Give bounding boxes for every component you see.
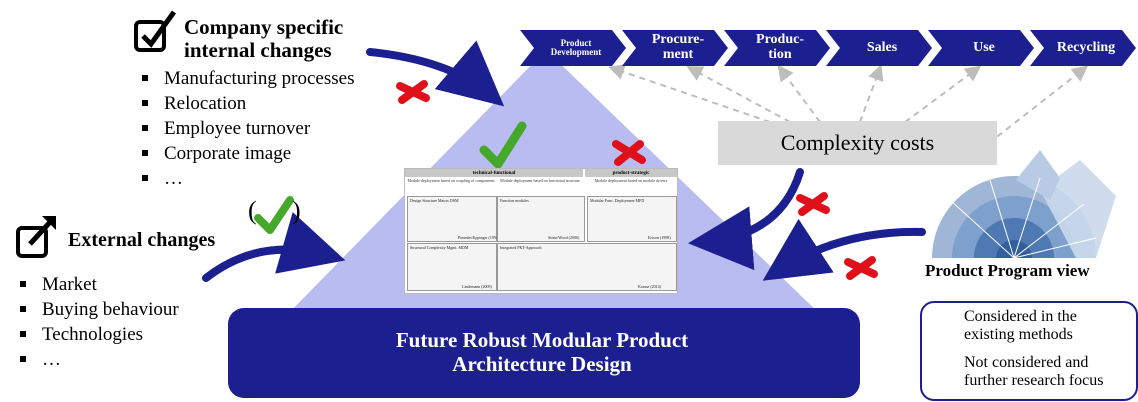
arrow-product-program: [762, 218, 926, 281]
chevron-product-development: [520, 30, 626, 66]
table-subheader-2: Module deployment based on functional st…: [500, 178, 580, 183]
future-architecture-banner: [228, 308, 860, 398]
list-item: Employee turnover: [140, 116, 354, 141]
table-header-strategic: product-strategic: [585, 169, 677, 177]
banner-title-line2: Architecture Design: [452, 352, 632, 376]
chevron-use: [928, 30, 1034, 66]
table-cell-pkt: Integrated PKT-Approach Krause (2014): [497, 243, 677, 291]
table-cell-mfd: Modular Func. Deployment MFD Erixon (199…: [587, 196, 677, 242]
list-item: Relocation: [140, 91, 354, 116]
chevron-label-recycling: Recycling: [1056, 39, 1116, 55]
check-icon-top: [479, 121, 527, 169]
cross-icon-complexity: [796, 192, 830, 216]
table-cell-mdm: Structural Complexity Mgmt. MDM Lindeman…: [407, 243, 497, 291]
external-changes-title: External changes: [68, 229, 216, 251]
list-item: Corporate image: [140, 141, 354, 166]
chevron-production: [724, 30, 830, 66]
cross-icon-program: [844, 256, 878, 280]
list-item: …: [140, 166, 354, 191]
table-subheader-3: Module deployment based on module driver…: [594, 178, 668, 183]
list-item: Manufacturing processes: [140, 66, 354, 91]
banner-title-line1: Future Robust Modular Product: [395, 328, 689, 352]
company-changes-title: Company specific internal changes: [184, 16, 343, 62]
legend-box: [920, 301, 1138, 401]
company-title-line1: Company specific: [184, 15, 344, 39]
product-program-title: Product Program view: [925, 261, 1090, 280]
company-title-line2: internal changes: [184, 38, 332, 62]
chevron-procurement: [622, 30, 728, 66]
list-item: Market: [18, 272, 179, 297]
list-item: Buying behaviour: [18, 297, 179, 322]
chevron-recycling: [1030, 30, 1136, 66]
arrow-internal: [366, 40, 505, 107]
product-program-chart: [932, 150, 1116, 259]
table-cell-dsm: Design Structure Matrix DSM Pimmler/Eppi…: [407, 196, 499, 242]
checkbox-icon: [134, 10, 177, 52]
cross-icon-internal: [396, 80, 430, 104]
company-changes-list: Manufacturing processes Relocation Emplo…: [140, 66, 354, 191]
method-table: technical-functional product-strategic M…: [404, 168, 678, 294]
chevron-label-use: Use: [973, 39, 995, 55]
list-item: Technologies: [18, 322, 179, 347]
influence-arrows: [202, 40, 926, 282]
table-subheader-1: Module deployment based on coupling of c…: [407, 178, 495, 183]
complexity-dashed-lines: [608, 64, 1089, 151]
external-changes-list: Market Buying behaviour Technologies …: [18, 272, 179, 372]
cross-icon-table: [612, 140, 646, 166]
arrow-external: [202, 212, 346, 282]
list-item: …: [18, 347, 179, 372]
table-header-technical: technical-functional: [405, 169, 583, 177]
check-icon-external: [254, 196, 294, 234]
complexity-costs-box: Complexity costs: [718, 121, 997, 165]
table-cell-function-modules: Function modules Stone/Wood (2000): [497, 196, 585, 242]
paren-close: ): [292, 196, 301, 225]
legend-considered: Considered in the existing methods: [964, 308, 1077, 343]
chevron-label-production: Produc-tion: [756, 32, 804, 62]
external-link-icon: [16, 216, 56, 258]
value-chain: [520, 30, 1136, 66]
chevron-label-procurement: Procure-ment: [651, 32, 705, 62]
paren-open: (: [248, 196, 257, 225]
legend-not-considered: Not considered and further research focu…: [964, 354, 1104, 389]
banner-title: Future Robust Modular Product Architectu…: [372, 328, 712, 376]
chevron-sales: [826, 30, 932, 66]
chevron-label-sales: Sales: [866, 39, 898, 55]
